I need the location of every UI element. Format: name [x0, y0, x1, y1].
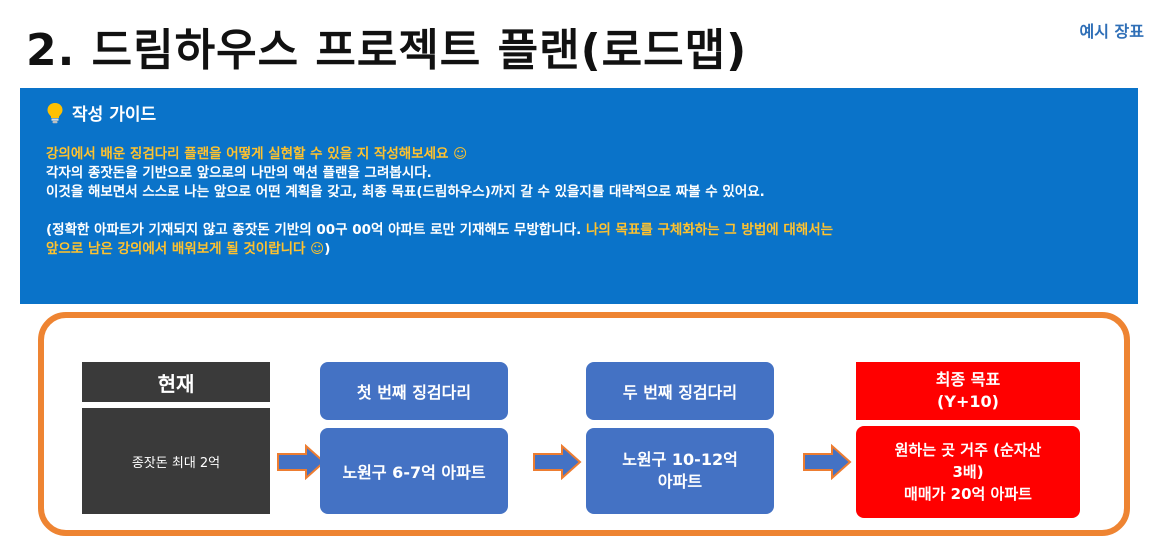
current-header: 현재 [82, 362, 270, 402]
arrow-right-icon [533, 444, 582, 480]
lightbulb-icon [47, 102, 63, 123]
arrow-right-icon [277, 444, 326, 480]
guide-line-4-highlight: 나의 목표를 구체화하는 그 방법에 대해서는 [585, 222, 834, 238]
example-slide-badge: 예시 장표 [1079, 22, 1144, 41]
arrow-right-icon [803, 444, 852, 480]
guide-line-4: (정확한 아파트가 기재되지 않고 종잣돈 기반의 00구 00억 아파트 로만… [46, 221, 1124, 240]
current-body-text: 종잣돈 최대 2억 [131, 455, 221, 471]
step1-body: 노원구 6-7억 아파트 [320, 428, 508, 514]
guide-title: 작성 가이드 [72, 105, 157, 125]
goal-body-line-1: 원하는 곳 거주 (순자산 [894, 441, 1042, 459]
guide-line-4-note: (정확한 아파트가 기재되지 않고 종잣돈 기반의 00구 00억 아파트 로만… [46, 222, 586, 238]
goal-header-line-1: 최종 목표 [935, 370, 1001, 389]
guide-line-2: 각자의 종잣돈을 기반으로 앞으로의 나만의 액션 플랜을 그려봅시다. [46, 165, 432, 181]
guide-line-5-close: ) [324, 241, 331, 257]
guide-line-3: 이것을 해보면서 스스로 나는 앞으로 어떤 계획을 갖고, 최종 목표(드림하… [46, 184, 765, 200]
writing-guide-panel: 작성 가이드 강의에서 배운 징검다리 플랜을 어떻게 실현할 수 있을 지 작… [20, 88, 1138, 304]
step2-header: 두 번째 징검다리 [586, 362, 774, 420]
page-title: 2. 드림하우스 프로젝트 플랜(로드맵) [26, 25, 748, 76]
guide-line-5: 앞으로 남은 강의에서 배워보게 될 것이랍니다 ☺) [46, 240, 1124, 259]
goal-header: 최종 목표 (Y+10) [856, 362, 1080, 420]
step1-header: 첫 번째 징검다리 [320, 362, 508, 420]
guide-line-1: 강의에서 배운 징검다리 플랜을 어떻게 실현할 수 있을 지 작성해보세요 ☺ [46, 146, 468, 162]
roadmap-frame: 현재 종잣돈 최대 2억 첫 번째 징검다리 노원구 6-7억 아파트 두 번째… [38, 312, 1130, 536]
guide-header: 작성 가이드 [46, 100, 1124, 125]
current-body: 종잣돈 최대 2억 [82, 408, 270, 514]
goal-body-line-3: 매매가 20억 아파트 [904, 485, 1032, 503]
goal-body: 원하는 곳 거주 (순자산 3배) 매매가 20억 아파트 [856, 426, 1080, 518]
step2-body-line-1: 노원구 10-12억 [622, 450, 738, 469]
goal-body-line-2: 3배) [952, 463, 984, 481]
step2-body: 노원구 10-12억 아파트 [586, 428, 774, 514]
step2-body-line-2: 아파트 [657, 472, 703, 491]
goal-header-line-2: (Y+10) [937, 392, 999, 411]
guide-line-5-highlight: 앞으로 남은 강의에서 배워보게 될 것이랍니다 ☺ [46, 241, 325, 257]
